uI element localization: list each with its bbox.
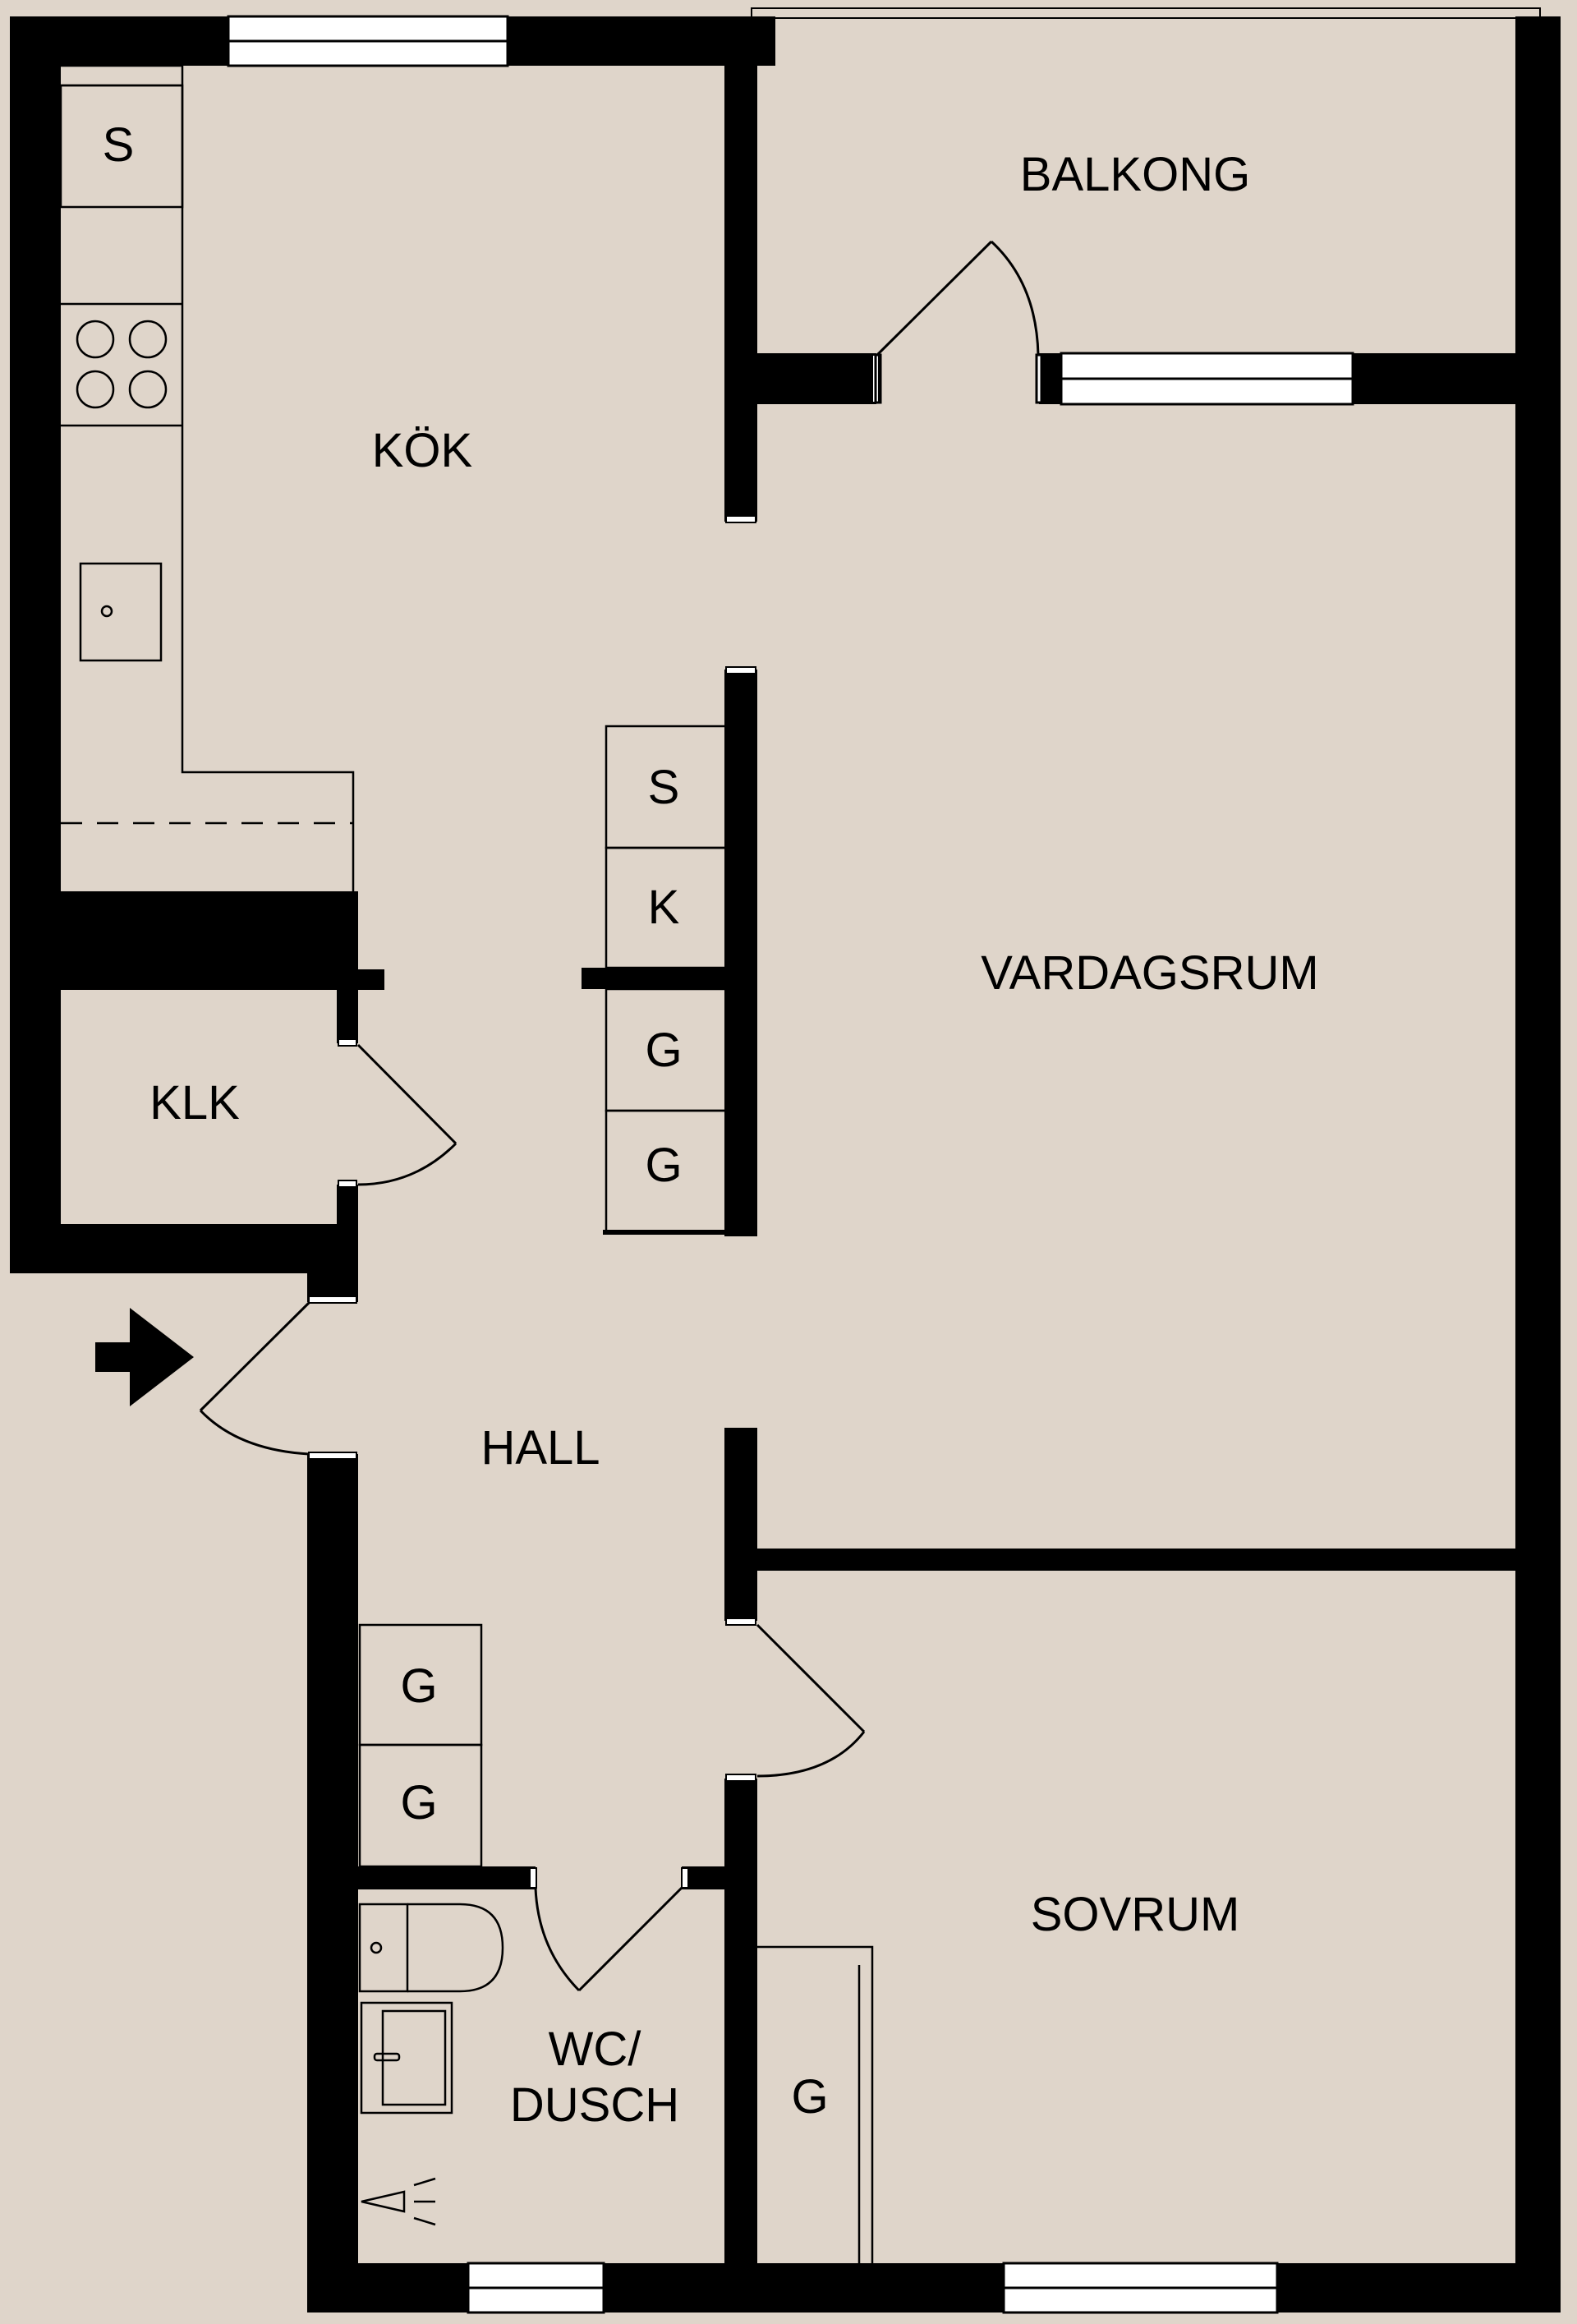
wall-hall-bedroom xyxy=(724,1779,757,2312)
wall-klk-bottom xyxy=(10,1224,355,1273)
room-label-klk: KLK xyxy=(149,1076,240,1130)
toilet-icon xyxy=(358,1903,504,1993)
wall-entry-upper xyxy=(307,1224,358,1302)
wall-wardrobe-shelf xyxy=(582,968,726,989)
window-living xyxy=(1060,352,1354,406)
wall-kitchen-klk-stub xyxy=(353,969,384,990)
hall-wardrobes xyxy=(603,725,728,1235)
room-label-kok: KÖK xyxy=(372,424,473,477)
entrance-arrow-icon xyxy=(95,1308,194,1406)
wall-klk-right-lower xyxy=(337,1185,358,1226)
unit-label-kitchen-fridge: S xyxy=(103,118,135,172)
wall-living-bedroom xyxy=(757,1549,1515,1571)
kitchen-fixtures xyxy=(59,64,355,891)
wall-kitchen-klk xyxy=(61,891,358,990)
unit-label-hall-closet-1: G xyxy=(400,1659,437,1713)
room-label-hall: HALL xyxy=(480,1421,600,1475)
room-label-wc: WC/ xyxy=(549,2023,642,2076)
unit-label-hall-wardrobe-2: K xyxy=(648,881,680,934)
room-label-dusch: DUSCH xyxy=(510,2078,679,2132)
unit-label-hall-wardrobe-1: S xyxy=(648,761,680,814)
wall-klk-right-upper xyxy=(337,990,358,1043)
hall-closets xyxy=(358,1623,483,1868)
sink-bathroom-icon xyxy=(360,2001,453,2115)
unit-label-hall-wardrobe-4: G xyxy=(645,1139,682,1192)
door-bathroom xyxy=(534,1886,683,1992)
doors xyxy=(199,240,1043,1992)
window-bedroom xyxy=(1002,2262,1279,2314)
wall-kitchen-living-upper xyxy=(724,16,757,522)
window-bathroom xyxy=(467,2262,605,2314)
stove-burners-icon xyxy=(76,320,168,409)
wall-balcony-left xyxy=(757,353,876,404)
wall-left xyxy=(10,16,61,1273)
balcony-railing xyxy=(751,7,1541,19)
window-kitchen xyxy=(227,15,509,67)
room-label-balkong: BALKONG xyxy=(1020,148,1250,201)
kitchen-counter xyxy=(61,64,355,891)
door-bedroom xyxy=(756,1623,866,1778)
room-label-vardagsrum: VARDAGSRUM xyxy=(981,946,1318,1000)
wall-right xyxy=(1515,16,1561,2312)
windows xyxy=(227,15,1354,2314)
unit-label-bedroom-closet: G xyxy=(791,2070,828,2124)
bathroom-fixtures xyxy=(358,1903,504,2226)
sink-icon xyxy=(79,562,163,662)
shower-head-icon xyxy=(361,2177,436,2226)
door-klk xyxy=(356,1043,457,1186)
wall-hall-left xyxy=(307,1454,358,2312)
fridge-unit xyxy=(59,84,184,209)
door-balcony xyxy=(874,240,1043,404)
room-label-sovrum: SOVRUM xyxy=(1031,1888,1240,1941)
door-entrance xyxy=(199,1301,310,1456)
unit-label-hall-wardrobe-3: G xyxy=(645,1024,682,1077)
wall-hall-living xyxy=(724,1428,757,1621)
bedroom-closet xyxy=(757,1945,874,2263)
unit-label-hall-closet-2: G xyxy=(400,1776,437,1829)
wall-bath-top-left xyxy=(358,1866,536,1889)
wall-kitchen-living-lower xyxy=(724,670,757,1236)
